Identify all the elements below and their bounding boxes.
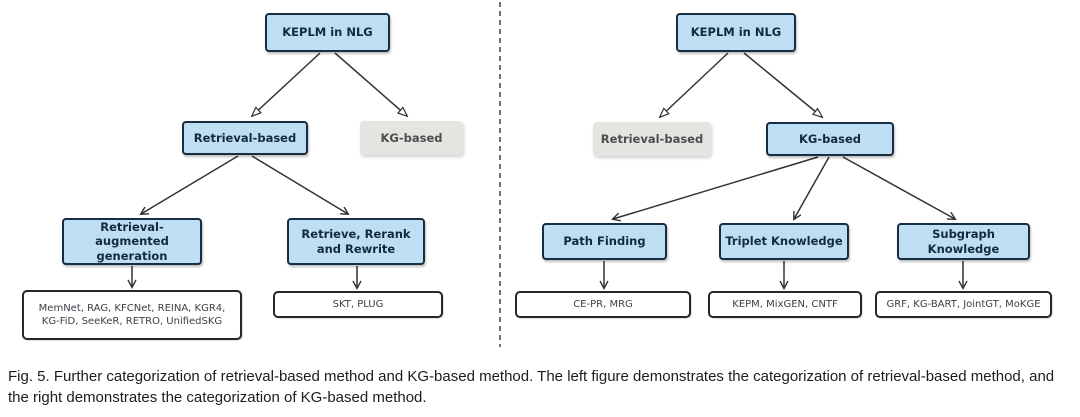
node-right-triplet-knowledge: Triplet Knowledge — [719, 223, 849, 260]
node-right-root-keplm-in-nlg: KEPLM in NLG — [676, 13, 796, 52]
arrow-right-kg-subgraph — [842, 156, 955, 219]
figure-caption: Fig. 5. Further categorization of retrie… — [8, 368, 1055, 406]
node-right-subgraph-knowledge: Subgraph Knowledge — [897, 223, 1030, 260]
leaf-left-rerank-methods: SKT, PLUG — [273, 291, 443, 318]
node-left-root-keplm-in-nlg: KEPLM in NLG — [265, 13, 390, 52]
node-right-kg-based: KG-based — [766, 122, 894, 156]
node-right-path-finding: Path Finding — [542, 223, 667, 260]
leaf-right-subgraph-methods: GRF, KG-BART, JointGT, MoKGE — [875, 291, 1052, 318]
arrow-left-root-retrieval — [252, 52, 321, 116]
leaf-left-retrieval-augmented-methods: MemNet, RAG, KFCNet, REINA, KGR4, KG-FiD… — [22, 290, 242, 340]
node-left-retrieval-augmented-generation: Retrieval-augmented generation — [62, 218, 202, 265]
arrow-left-root-kg — [334, 52, 407, 116]
leaf-right-path-finding-methods: CE-PR, MRG — [515, 291, 691, 318]
node-left-kg-based-inactive: KG-based — [360, 121, 463, 155]
arrow-right-root-retrieval — [660, 52, 729, 117]
arrow-left-retrieval-rag — [141, 155, 239, 214]
node-left-retrieve-rerank-rewrite: Retrieve, Rerank and Rewrite — [287, 218, 425, 265]
arrow-right-root-kg — [743, 52, 822, 117]
arrow-right-kg-path — [613, 156, 819, 219]
node-right-retrieval-based-inactive: Retrieval-based — [593, 122, 711, 156]
arrow-right-kg-triplet — [794, 156, 830, 219]
arrow-left-retrieval-rrr — [251, 155, 348, 214]
node-left-retrieval-based: Retrieval-based — [182, 121, 308, 155]
leaf-right-triplet-methods: KEPM, MixGEN, CNTF — [708, 291, 862, 318]
